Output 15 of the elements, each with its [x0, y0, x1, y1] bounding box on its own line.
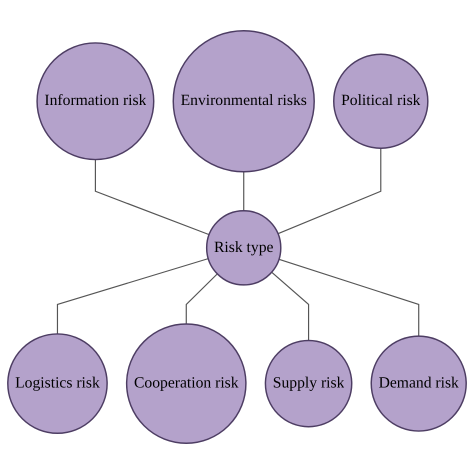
- connector: [243, 172, 244, 211]
- node-circle: Political risk: [333, 53, 429, 150]
- node-circle: Environmental risks: [172, 30, 315, 172]
- connector: [56, 258, 208, 334]
- connector: [186, 273, 218, 324]
- node-circle: Logistics risk: [7, 333, 108, 434]
- connector: [278, 258, 420, 336]
- node-circle: Risk type: [206, 210, 282, 286]
- connector: [94, 160, 210, 236]
- node-circle: Demand risk: [370, 335, 467, 432]
- node-circle: Cooperation risk: [126, 323, 247, 444]
- connector: [278, 148, 382, 234]
- node-circle: Supply risk: [264, 340, 352, 428]
- connector: [271, 272, 310, 340]
- node-circle: Information risk: [36, 42, 154, 160]
